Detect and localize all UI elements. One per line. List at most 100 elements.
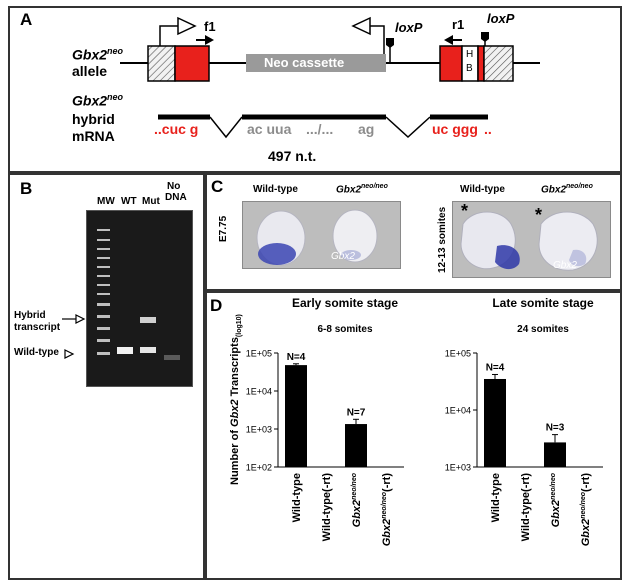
- seq-mid-2: .../...: [306, 121, 334, 137]
- primer-r1-label: r1: [452, 17, 465, 32]
- c-right-mut-label: Gbx2neo/neo: [541, 183, 593, 195]
- xtick-tail: (-rt): [381, 473, 393, 492]
- mrna-sup: neo: [107, 92, 124, 102]
- lane-label-wt: WT: [121, 196, 137, 207]
- chart-2-ytick-label: 1E+03: [445, 463, 471, 473]
- hybrid-transcript-label-1: Hybrid: [14, 310, 46, 321]
- asterisk-right: *: [535, 205, 543, 225]
- panel-a-frame: [8, 6, 622, 173]
- ylabel-part: Number of: [229, 427, 241, 485]
- agarose-gel-image: [86, 210, 193, 387]
- panel-a-diagram: [120, 16, 540, 139]
- panel-b-label: B: [20, 179, 33, 198]
- c-left-probe-label: Gbx2: [331, 251, 355, 262]
- chart-ylabel: Number of Gbx2 Transcripts(log10): [229, 314, 243, 485]
- lane-label-dna: DNA: [165, 192, 187, 203]
- chart-1-xtick-label: Wild-type: [291, 473, 303, 522]
- allele-name: Gbx2neo: [72, 46, 123, 63]
- c-right-mut-sup: neo/neo: [566, 183, 593, 190]
- mrna-splice-2: [385, 116, 431, 139]
- neo-cassette-box: [246, 54, 386, 72]
- mrna-word-hybrid: hybrid: [72, 111, 115, 127]
- seq-mid-3: ag: [358, 121, 375, 137]
- mut-lane-wt-band: [140, 347, 156, 353]
- ylabel-part: Transcripts: [229, 337, 241, 399]
- primer-r1-arrow: [444, 35, 453, 45]
- ylabel-part: Gbx2: [229, 399, 241, 427]
- seq-left: ..cuc g: [154, 121, 199, 137]
- embryo-photo-12-13-somites: * * Gbx2: [452, 201, 611, 278]
- chart-1-bar: [285, 365, 307, 467]
- chart-2-n-label: N=3: [546, 423, 565, 434]
- panel-a-label: A: [20, 10, 33, 29]
- chart-1-n-label: N=7: [347, 407, 366, 418]
- hybrid-transcript-label-2: transcript: [14, 322, 61, 333]
- no-dna-primer-dimer: [164, 355, 180, 360]
- loxp-site-1-flag: [386, 38, 394, 48]
- xtick-base: Gbx2: [381, 519, 393, 547]
- mrna-length: 497 n.t.: [268, 148, 317, 164]
- chart-1-title: Early somite stage: [292, 296, 398, 310]
- lane-label-mw: MW: [97, 196, 115, 207]
- xtick-sup: neo/neo: [381, 491, 388, 519]
- c-right-mut-gene: Gbx2: [541, 184, 567, 196]
- mrna-word-mrna: mRNA: [72, 128, 115, 144]
- wild-type-band-label: Wild-type: [14, 347, 59, 358]
- ylabel-part: (log10): [236, 314, 243, 337]
- mut-lane-hybrid-band: [140, 317, 156, 323]
- exon2-utr-hatched: [483, 45, 514, 82]
- chart-1-xtick-label: Gbx2neo/neo: [351, 472, 363, 527]
- embryo-e775-drawing: [256, 209, 378, 266]
- chart-1-ytick-label: 1E+03: [246, 425, 272, 435]
- chart-1-subtitle: 6-8 somites: [317, 324, 372, 335]
- seq-right-dots: ..: [484, 121, 492, 137]
- loxp-label-2: loxP: [487, 11, 515, 26]
- xtick-base: Gbx2: [580, 519, 592, 547]
- mrna-splice-1: [209, 116, 243, 139]
- xtick-base: Gbx2: [351, 500, 363, 528]
- c-left-mut-gene: Gbx2: [336, 184, 362, 196]
- xtick-base: Wild-type(-rt): [520, 473, 532, 542]
- chart-2-ytick-label: 1E+04: [445, 406, 471, 416]
- lane-label-mut: Mut: [142, 196, 160, 207]
- chart-2-bar: [484, 378, 506, 467]
- mw-ladder: [97, 229, 110, 355]
- mrna-gene: Gbx2: [72, 92, 108, 109]
- xtick-base: Gbx2: [550, 500, 562, 528]
- loxp-label-1: loxP: [395, 20, 423, 35]
- seq-right: uc ggg: [432, 121, 478, 137]
- neo-promoter-arrow: [370, 25, 385, 54]
- chart-1-ytick-label: 1E+05: [246, 349, 272, 359]
- chart-1-xtick-label: Wild-type(-rt): [321, 473, 333, 542]
- chart-2-subtitle: 24 somites: [517, 324, 569, 335]
- gel-bands: [97, 229, 180, 360]
- chart-2-ytick-label: 1E+05: [445, 349, 471, 359]
- allele-gene: Gbx2: [72, 46, 108, 63]
- panel-c-frame: [205, 173, 622, 291]
- homeobox-b-label: B: [466, 63, 473, 74]
- xtick-tail: (-rt): [580, 473, 592, 492]
- panel-c-label: C: [211, 177, 224, 196]
- panel-d-frame: [205, 291, 622, 580]
- neo-cassette-label: Neo cassette: [264, 55, 345, 70]
- allele-word: allele: [72, 63, 108, 79]
- xtick-base: Wild-type(-rt): [321, 473, 333, 542]
- primer-f1-arrow: [205, 35, 214, 45]
- allele-sup: neo: [107, 46, 124, 56]
- loxp-site-2-flag: [481, 32, 489, 42]
- promoter-arrowhead-1: [177, 16, 197, 36]
- hybrid-arrow-icon: [62, 314, 86, 324]
- chart-2-xtick-label: Wild-type(-rt): [520, 473, 532, 542]
- c-left-mut-sup: neo/neo: [361, 183, 388, 190]
- exon1-utr-hatched: [147, 45, 176, 82]
- xtick-base: Wild-type: [490, 473, 502, 522]
- chart-1-bar: [345, 424, 367, 467]
- homeobox-h-label: H: [466, 49, 474, 60]
- embryo-photo-e775: Gbx2: [242, 201, 401, 269]
- chart-2-title: Late somite stage: [492, 296, 594, 310]
- embryo-somites-drawing: [460, 211, 598, 271]
- seq-mid-1: ac uua: [247, 121, 292, 137]
- chart-2-xtick-label: Gbx2neo/neo: [550, 472, 562, 527]
- promoter-arrow-1: [159, 25, 178, 46]
